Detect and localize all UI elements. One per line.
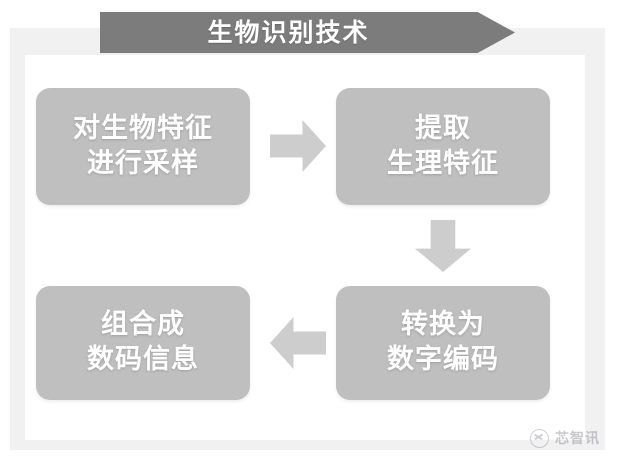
flow-node-extract-line1: 提取 <box>415 112 471 144</box>
watermark-label: 芯智讯 <box>555 430 600 447</box>
flow-node-extract[interactable]: 提取 生理特征 <box>336 88 550 205</box>
flow-node-sample[interactable]: 对生物特征 进行采样 <box>36 88 250 205</box>
flow-node-sample-line2: 进行采样 <box>87 147 199 179</box>
page-title: 生物识别技术 <box>207 18 370 47</box>
flow-node-combine-line1: 组合成 <box>101 309 185 341</box>
flow-node-sample-line1: 对生物特征 <box>73 112 213 144</box>
circle-logo-icon <box>530 429 549 448</box>
diagram-title-banner: 生物识别技术 <box>100 12 515 53</box>
flow-node-convert[interactable]: 转换为 数字编码 <box>336 286 550 400</box>
flow-node-convert-line2: 数字编码 <box>387 344 499 375</box>
flow-node-combine-line2: 数码信息 <box>87 344 199 375</box>
flow-node-combine[interactable]: 组合成 数码信息 <box>36 286 250 400</box>
flow-node-convert-line1: 转换为 <box>401 309 485 341</box>
watermark: 芯智讯 <box>530 429 600 448</box>
flow-node-extract-line2: 生理特征 <box>387 147 499 179</box>
